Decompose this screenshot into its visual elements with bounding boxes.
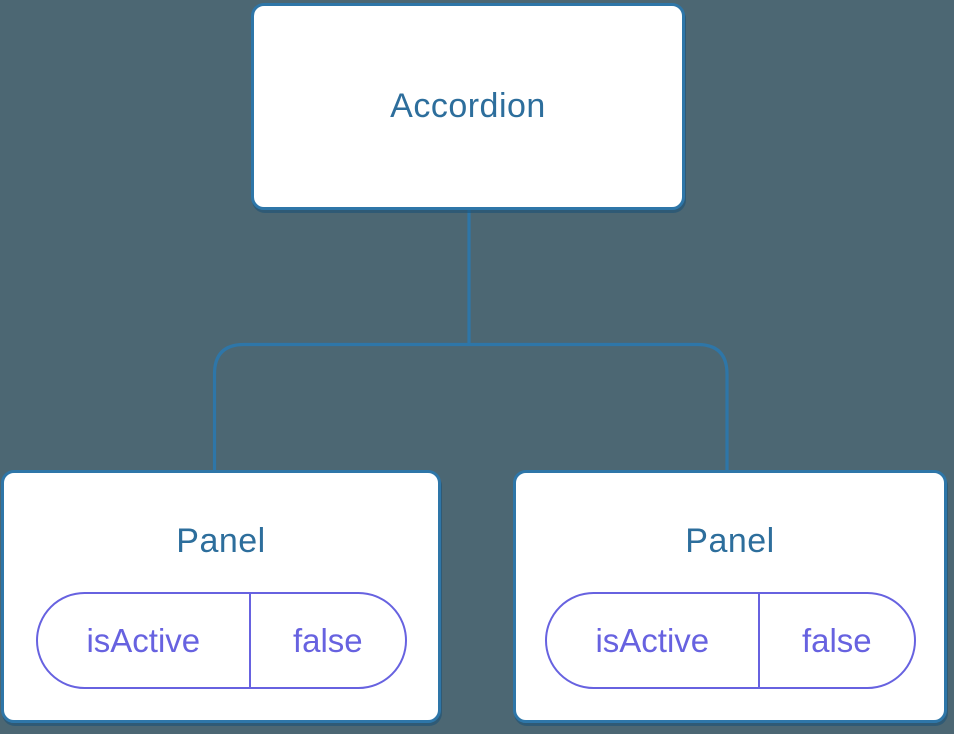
prop-name: isActive	[38, 594, 252, 687]
node-panel-left: Panel isActive false	[1, 470, 441, 723]
prop-value: false	[292, 621, 363, 659]
node-accordion: Accordion	[251, 3, 685, 210]
node-accordion-label: Accordion	[390, 87, 546, 125]
node-panel-left-label: Panel	[176, 522, 266, 560]
node-panel-right: Panel isActive false	[513, 470, 947, 723]
prop-name: isActive	[547, 594, 761, 687]
prop-pill-isactive: isActive false	[35, 592, 407, 689]
prop-pill-isactive: isActive false	[544, 592, 916, 689]
node-panel-right-label: Panel	[685, 522, 775, 560]
prop-value: false	[801, 621, 872, 659]
connector-branch	[212, 342, 729, 471]
